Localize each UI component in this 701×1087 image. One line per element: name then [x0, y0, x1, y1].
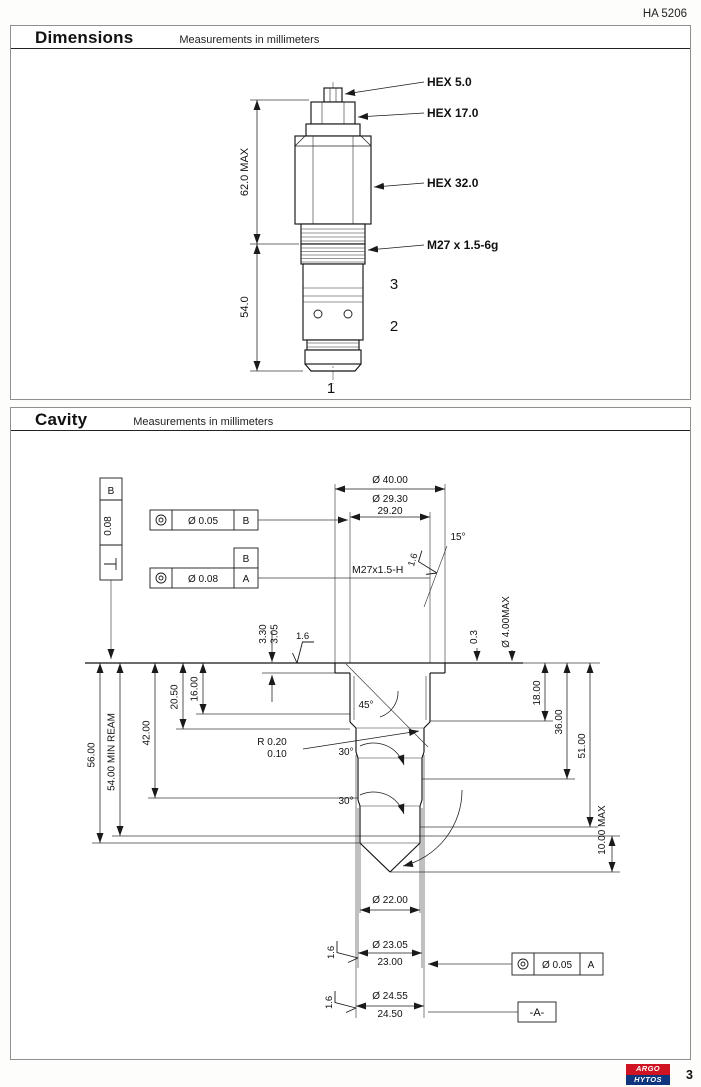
- fcf2-value: Ø 0.08: [188, 574, 218, 585]
- dimensions-section: Dimensions Measurements in millimeters: [10, 25, 691, 400]
- dim-d42: 42.00: [142, 720, 153, 745]
- dim-d54: 54.00 MIN REAM: [107, 713, 118, 791]
- concentricity-icon: [155, 514, 167, 526]
- label-thread: M27 x 1.5-6g: [427, 238, 498, 252]
- finish-value: 1.6: [324, 996, 335, 1009]
- dim-dia29-lo: 29.20: [377, 506, 402, 517]
- dim-a45: 45°: [358, 700, 373, 711]
- concentricity-icon: [517, 958, 529, 970]
- cavity-header: Cavity Measurements in millimeters: [11, 408, 690, 431]
- dimensions-title: Dimensions: [35, 28, 134, 47]
- cavity-outline: [85, 662, 523, 873]
- dim-step-hi: 3.30: [258, 624, 269, 644]
- cavity-extension-lines: [92, 484, 620, 1018]
- dim-step-lo: 3.05: [270, 624, 281, 644]
- valve-outline: [294, 87, 372, 372]
- dim-dia2455-hi: Ø 24.55: [372, 991, 408, 1002]
- finish-value: 1.6: [326, 946, 337, 959]
- cavity-title: Cavity: [35, 410, 88, 429]
- cavity-dimensions: Ø 40.00 Ø 29.30 29.20 15° M27x1.5-H 3.30…: [87, 475, 616, 1020]
- doc-code: HA 5206: [642, 8, 687, 20]
- port-2-label: 2: [390, 318, 398, 335]
- dim-r010: 0.10: [267, 749, 287, 760]
- cavity-thread-spec: M27x1.5-H: [352, 564, 403, 576]
- dim-d10max: 10.00 MAX: [597, 805, 608, 855]
- dim-d51: 51.00: [577, 733, 588, 758]
- valve-drawing: 62.0 MAX 54.0 HEX 5.0 HEX 17.0 HEX 32.0 …: [239, 75, 499, 397]
- fcf3-value: Ø 0.05: [542, 960, 572, 971]
- label-hex-mid: HEX 17.0: [427, 106, 479, 120]
- dim-dia40: Ø 40.00: [372, 475, 408, 486]
- fcf2-upper-datum: B: [243, 554, 250, 565]
- dim-d56: 56.00: [87, 742, 98, 767]
- dim-dia4max: Ø 4.00MAX: [501, 596, 512, 648]
- dim-d36: 36.00: [554, 709, 565, 734]
- port-1-label: 1: [327, 380, 335, 397]
- fcf2-datum: A: [243, 574, 250, 585]
- port-3-label: 3: [390, 276, 398, 293]
- dim-dia2305-lo: 23.00: [377, 957, 402, 968]
- surface-finish-icon: 1.6: [324, 991, 357, 1013]
- dimensions-subtitle: Measurements in millimeters: [179, 34, 320, 46]
- dim-d205: 20.50: [170, 684, 181, 709]
- concentricity-icon: [155, 572, 167, 584]
- datum-a-flag: -A-: [428, 1001, 557, 1023]
- label-hex-large: HEX 32.0: [427, 176, 479, 190]
- surface-finish-icon: 1.6: [292, 631, 314, 664]
- finish-value: 1.6: [296, 631, 309, 642]
- dimensions-header: Dimensions Measurements in millimeters: [11, 26, 690, 49]
- fcf3-datum: A: [588, 960, 595, 971]
- finish-value: 1.6: [406, 552, 420, 568]
- dim-overall-height: 62.0 MAX: [239, 147, 251, 196]
- dim-a30a: 30°: [338, 747, 353, 758]
- cavity-drawing: Ø 40.00 Ø 29.30 29.20 15° M27x1.5-H 3.30…: [85, 475, 620, 1023]
- dim-a30b: 30°: [338, 796, 353, 807]
- geometric-tolerances: B 0.08 Ø 0.05 B: [99, 477, 604, 1023]
- datum-a-label: -A-: [530, 1007, 545, 1019]
- dim-dia22: Ø 22.00: [372, 895, 408, 906]
- surface-finish-marks: 1.6 1.6 1.6 1.6: [292, 550, 438, 1013]
- dim-insert-length: 54.0: [239, 296, 251, 317]
- fcf1-value: Ø 0.05: [188, 516, 218, 527]
- fcf-1: Ø 0.05 B: [149, 509, 348, 531]
- dim-r03: 0.3: [469, 630, 480, 644]
- logo-brand-top: ARGO: [626, 1064, 670, 1075]
- fcf-face-value: 0.08: [103, 516, 114, 536]
- fcf1-datum: B: [243, 516, 250, 527]
- page-number: 3: [686, 1068, 693, 1082]
- valve-dimensions: 62.0 MAX 54.0: [239, 99, 309, 372]
- label-hex-small: HEX 5.0: [427, 75, 472, 89]
- cavity-subtitle: Measurements in millimeters: [133, 416, 274, 428]
- fcf-2: B Ø 0.08 A: [149, 547, 259, 589]
- valve-callouts: HEX 5.0 HEX 17.0 HEX 32.0 M27 x 1.5-6g 3…: [327, 75, 499, 397]
- surface-finish-icon: 1.6: [406, 550, 438, 575]
- dim-dia29-hi: Ø 29.30: [372, 494, 408, 505]
- argo-hytos-logo: ARGO HYTOS: [626, 1064, 670, 1085]
- dim-chamfer15: 15°: [450, 532, 465, 543]
- fcf-face-datum: B: [108, 486, 115, 497]
- fcf-face: B 0.08: [99, 477, 123, 659]
- dim-dia2305-hi: Ø 23.05: [372, 940, 408, 951]
- perpendicularity-icon: [104, 558, 117, 570]
- dim-d16: 16.00: [190, 676, 201, 701]
- dim-r020: R 0.20: [257, 737, 287, 748]
- dim-d18: 18.00: [532, 680, 543, 705]
- fcf-3: Ø 0.05 A: [428, 952, 604, 976]
- dim-dia2455-lo: 24.50: [377, 1009, 402, 1020]
- surface-finish-icon: 1.6: [326, 941, 359, 963]
- cavity-section: Cavity Measurements in millimeters: [10, 407, 691, 1060]
- logo-brand-bottom: HYTOS: [626, 1074, 670, 1085]
